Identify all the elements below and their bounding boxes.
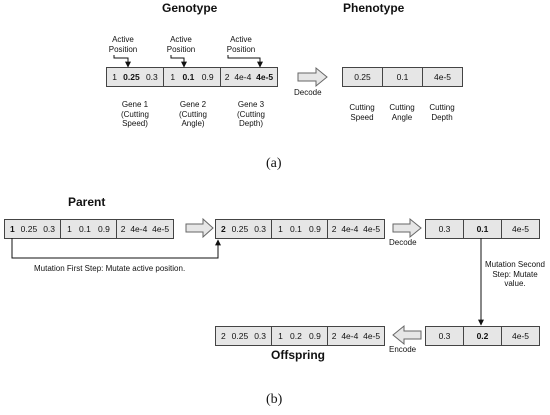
mutated-gene-2: 1 0.1 0.9 xyxy=(272,220,328,238)
parent-title: Parent xyxy=(68,195,106,209)
mutated-gene-1-value-1: 0.25 xyxy=(231,224,249,234)
gene-2-value-2: 0.9 xyxy=(201,72,214,82)
mutated-phenotype-value-1: 0.2 xyxy=(464,327,502,345)
phenotype-value-angle: 0.1 xyxy=(383,68,423,86)
mutated-chromosome: 2 0.25 0.3 1 0.1 0.9 2 4e-4 4e-5 xyxy=(215,219,385,239)
offspring-gene-1-value-0: 2 xyxy=(220,331,226,341)
mutated-gene-1: 2 0.25 0.3 xyxy=(216,220,272,238)
mutated-gene-1-value-2: 0.3 xyxy=(254,224,267,234)
phenotype-value-depth: 4e-5 xyxy=(433,72,451,82)
offspring-gene-1-value-1: 0.25 xyxy=(231,331,249,341)
decode-label-b: Decode xyxy=(389,238,417,247)
parent-gene-1-value-2: 0.3 xyxy=(43,224,56,234)
offspring-gene-1: 2 0.25 0.3 xyxy=(216,327,272,345)
gene-3-value-2: 4e-5 xyxy=(256,72,274,82)
genotype-title: Genotype xyxy=(162,1,218,15)
active-arrow-3 xyxy=(227,55,263,68)
mutated-phenotype-value-2: 4e-5 xyxy=(511,331,529,341)
gene-1-segment: 1 0.25 0.3 xyxy=(107,68,164,86)
mutate-block-arrow xyxy=(185,217,214,239)
offspring-gene-2: 1 0.2 0.9 xyxy=(272,327,328,345)
parent-chromosome: 1 0.25 0.3 1 0.1 0.9 2 4e-4 4e-5 xyxy=(4,219,174,239)
encode-block-arrow xyxy=(392,324,422,346)
gene-1-value-0: 1 xyxy=(112,72,117,82)
mutated-phenotype: 0.3 0.2 4e-5 xyxy=(425,326,540,346)
active-arrow-1 xyxy=(113,55,131,68)
decode-block-arrow-b xyxy=(392,217,422,239)
gene-1-value-1: 0.25 xyxy=(123,72,140,82)
parent-gene-1-value-0: 1 xyxy=(9,224,15,234)
offspring-gene-3-value-0: 2 xyxy=(331,331,337,341)
parent-gene-3-value-1: 4e-4 xyxy=(130,224,148,234)
sublabel-a: (a) xyxy=(266,156,282,171)
encode-label: Encode xyxy=(389,345,417,354)
parent-gene-2: 1 0.1 0.9 xyxy=(61,220,117,238)
mutated-gene-3-value-2: 4e-5 xyxy=(363,224,381,234)
gene-3-value-0: 2 xyxy=(224,72,230,82)
phenotype-title: Phenotype xyxy=(343,1,405,15)
phenotype-value-speed: 0.25 xyxy=(343,68,383,86)
offspring-gene-2-value-0: 1 xyxy=(278,331,283,341)
offspring-chromosome: 2 0.25 0.3 1 0.2 0.9 2 4e-4 4e-5 xyxy=(215,326,385,346)
offspring-gene-2-value-1: 0.2 xyxy=(290,331,302,341)
mutated-phenotype-value-0: 0.3 xyxy=(426,327,464,345)
parent-gene-2-value-2: 0.9 xyxy=(97,224,110,234)
parent-gene-3-value-2: 4e-5 xyxy=(152,224,170,234)
gene-3-segment: 2 4e-4 4e-5 xyxy=(221,68,277,86)
mutated-gene-2-value-1: 0.1 xyxy=(290,224,302,234)
decode-label-a: Decode xyxy=(294,88,322,97)
gene-1-value-2: 0.3 xyxy=(145,72,158,82)
mutated-gene-2-value-2: 0.9 xyxy=(308,224,321,234)
parent-gene-2-value-1: 0.1 xyxy=(79,224,91,234)
mutated-gene-3-value-1: 4e-4 xyxy=(341,224,359,234)
mutated-gene-1-value-0: 2 xyxy=(220,224,226,234)
gene-3-value-1: 4e-4 xyxy=(234,72,252,82)
decode-block-arrow-a xyxy=(297,66,328,88)
phenotype-chromosome: 0.25 0.1 4e-5 xyxy=(342,67,463,87)
gene-2-segment: 1 0.1 0.9 xyxy=(164,68,221,86)
decoded-value-0: 0.3 xyxy=(426,220,464,238)
mutated-gene-2-value-0: 1 xyxy=(278,224,283,234)
sublabel-b: (b) xyxy=(266,392,283,407)
gene-2-value-0: 1 xyxy=(170,72,176,82)
parent-gene-3: 2 4e-4 4e-5 xyxy=(117,220,173,238)
offspring-gene-3-value-1: 4e-4 xyxy=(341,331,359,341)
parent-gene-1: 1 0.25 0.3 xyxy=(5,220,61,238)
genotype-chromosome: 1 0.25 0.3 1 0.1 0.9 2 4e-4 4e-5 xyxy=(106,67,278,87)
decoded-value-2: 4e-5 xyxy=(511,224,529,234)
offspring-gene-3: 2 4e-4 4e-5 xyxy=(328,327,384,345)
mutation-first-step-arrow xyxy=(11,238,221,259)
gene-2-value-1: 0.1 xyxy=(182,72,195,82)
parent-gene-2-value-0: 1 xyxy=(67,224,72,234)
mutated-gene-3-value-0: 2 xyxy=(331,224,337,234)
parent-gene-1-value-1: 0.25 xyxy=(20,224,38,234)
active-arrow-2 xyxy=(170,55,187,68)
offspring-gene-1-value-2: 0.3 xyxy=(254,331,267,341)
offspring-title: Offspring xyxy=(271,348,325,362)
decoded-phenotype: 0.3 0.1 4e-5 xyxy=(425,219,540,239)
offspring-gene-3-value-2: 4e-5 xyxy=(363,331,381,341)
mutated-gene-3: 2 4e-4 4e-5 xyxy=(328,220,384,238)
parent-gene-3-value-0: 2 xyxy=(120,224,126,234)
decoded-value-1: 0.1 xyxy=(464,220,502,238)
mutation-first-step-label: Mutation First Step: Mutate active posit… xyxy=(34,264,186,273)
offspring-gene-2-value-2: 0.9 xyxy=(308,331,321,341)
